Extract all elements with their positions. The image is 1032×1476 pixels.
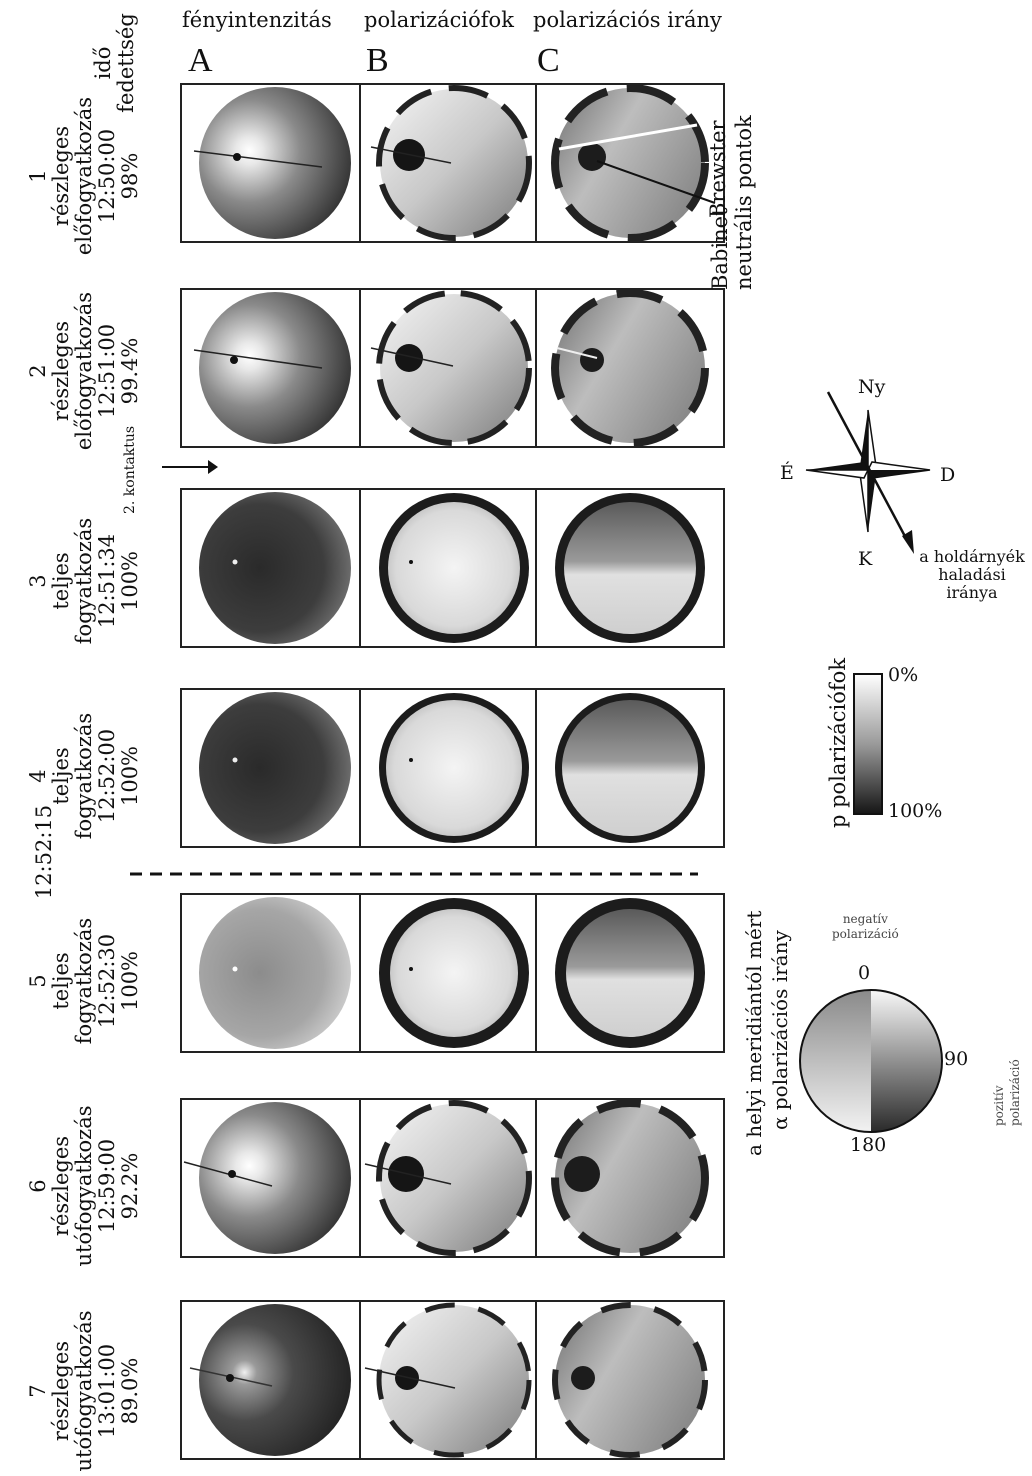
sky-image-7b xyxy=(359,1300,549,1460)
row-time: 12:51:00 xyxy=(95,323,119,419)
degree-legend-max: 100% xyxy=(888,800,943,822)
column-letter-b: B xyxy=(366,42,389,79)
row-label-5: 5 teljes fogyatkozás 12:52:30 100% xyxy=(26,896,142,1066)
row-coverage: 100% xyxy=(118,950,142,1012)
angle-top-label: 0 xyxy=(858,962,871,984)
sky-image-4b xyxy=(359,688,549,848)
contact-label-text: 2. kontaktus xyxy=(122,425,138,514)
row-phase-a: részleges xyxy=(49,1135,73,1237)
column-letter-a: A xyxy=(188,42,213,79)
row-phase-a: teljes xyxy=(49,552,73,610)
row-phase-a: részleges xyxy=(49,1340,73,1442)
row-number: 7 xyxy=(26,1384,50,1398)
positive-polarization-label: pozitív polarizáció xyxy=(986,1010,1030,1130)
negative-line2: polarizáció xyxy=(832,927,899,941)
sky-image-1c xyxy=(535,83,725,243)
sky-image-4c xyxy=(535,688,725,848)
sky-image-6a xyxy=(180,1098,370,1258)
sky-image-2c xyxy=(535,288,725,448)
sky-image-4a xyxy=(180,688,370,848)
row-time: 13:01:00 xyxy=(95,1343,119,1439)
angle-right-label: 90 xyxy=(944,1048,969,1070)
row-coverage: 92.2% xyxy=(118,1152,142,1220)
contact-arrow xyxy=(162,460,218,474)
degree-legend-text: p polarizációfok xyxy=(826,657,850,828)
row-label-2: 2 részleges előfogyatkozás 12:51:00 99.4… xyxy=(26,286,142,456)
degree-legend-min: 0% xyxy=(888,664,919,686)
sky-image-6c xyxy=(535,1098,725,1258)
degree-legend-bar xyxy=(853,673,883,815)
shadow-direction-line1: a holdárnyék xyxy=(919,547,1025,566)
compass-rose xyxy=(805,391,931,554)
row-number: 2 xyxy=(26,364,50,378)
babinet-label: Babinet xyxy=(708,207,732,290)
angle-legend-wheel xyxy=(799,989,943,1133)
compass-east: D xyxy=(940,464,956,486)
row-time: 12:50:00 xyxy=(95,128,119,224)
divider-time-text: 12:52:15 xyxy=(32,804,56,900)
column-letter-c: C xyxy=(537,42,560,79)
row-number: 5 xyxy=(26,974,50,988)
row-phase-b: előfogyatkozás xyxy=(72,96,96,256)
compass-west: É xyxy=(780,462,794,484)
sky-image-7c xyxy=(535,1300,725,1460)
sky-image-2a xyxy=(180,288,370,448)
row-coverage: 89.0% xyxy=(118,1357,142,1425)
divider-dashed-line xyxy=(130,872,698,876)
positive-line2: polarizáció xyxy=(1008,1059,1022,1126)
sky-image-5c xyxy=(535,893,725,1053)
sky-image-6b xyxy=(359,1098,549,1258)
row-label-7: 7 részleges utófogyatkozás 13:01:00 89.0… xyxy=(26,1306,142,1476)
angle-bottom-label: 180 xyxy=(850,1134,887,1156)
row-phase-a: teljes xyxy=(49,952,73,1010)
row-phase-a: részleges xyxy=(49,125,73,227)
row-number: 1 xyxy=(26,169,50,183)
sky-image-3c xyxy=(535,488,725,648)
column-heading-c: polarizációs irány xyxy=(533,8,722,32)
row-phase-a: részleges xyxy=(49,320,73,422)
row-phase-b: utófogyatkozás xyxy=(72,1310,96,1472)
negative-polarization-label: negatív polarizáció xyxy=(832,912,899,942)
angle-legend-title2: α polarizációs irány xyxy=(768,930,792,1130)
sky-image-5b xyxy=(359,893,549,1053)
row-phase-b: fogyatkozás xyxy=(72,917,96,1045)
sky-image-3a xyxy=(180,488,370,648)
row-coverage: 100% xyxy=(118,745,142,807)
sky-image-3b xyxy=(359,488,549,648)
compass-south: K xyxy=(858,548,873,570)
row-time: 12:52:00 xyxy=(95,728,119,824)
negative-line1: negatív xyxy=(842,912,888,926)
column-heading-b: polarizációfok xyxy=(364,8,514,32)
sky-image-2b xyxy=(359,288,549,448)
row-phase-b: utófogyatkozás xyxy=(72,1105,96,1267)
sky-image-1a xyxy=(180,83,370,243)
row-number: 6 xyxy=(26,1179,50,1193)
sky-image-5a xyxy=(180,893,370,1053)
column-heading-a: fényintenzitás xyxy=(182,8,332,32)
shadow-direction-line2: haladási iránya xyxy=(938,565,1006,602)
row-phase-b: fogyatkozás xyxy=(72,517,96,645)
compass-north: Ny xyxy=(858,376,886,398)
neutral-points-label: neutrális pontok xyxy=(732,115,756,290)
row-phase-b: fogyatkozás xyxy=(72,712,96,840)
row-phase-b: előfogyatkozás xyxy=(72,291,96,451)
row-coverage: 98% xyxy=(118,152,142,200)
shadow-direction-label: a holdárnyék haladási iránya xyxy=(912,548,1032,602)
sky-image-7a xyxy=(180,1300,370,1460)
angle-legend-title1: a helyi meridiántól mért xyxy=(742,910,766,1156)
row-number: 3 xyxy=(26,574,50,588)
sky-image-1b xyxy=(359,83,549,243)
divider-time: 12:52:15 xyxy=(32,797,57,907)
babinet-annotation: Babinet neutrális pontok xyxy=(702,115,762,300)
row-label-1: 1 részleges előfogyatkozás 12:50:00 98% xyxy=(26,91,142,261)
row-time: 12:59:00 xyxy=(95,1138,119,1234)
positive-line1: pozitív xyxy=(992,1085,1006,1126)
row-time: 12:52:30 xyxy=(95,933,119,1029)
contact-label: 2. kontaktus xyxy=(104,426,154,522)
row-label-6: 6 részleges utófogyatkozás 12:59:00 92.2… xyxy=(26,1101,142,1271)
